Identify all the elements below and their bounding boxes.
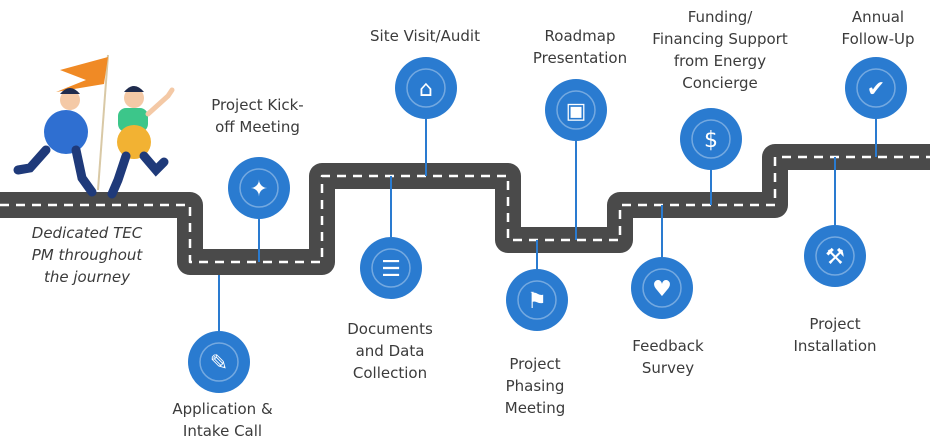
step-marker: ♥ (631, 205, 693, 319)
step-marker: ⚒ (804, 157, 866, 287)
runner2-head (124, 88, 144, 108)
step-label-site-visit: Site Visit/Audit (370, 27, 480, 45)
step-marker: $ (680, 108, 742, 205)
step-circle-ring (517, 280, 557, 320)
runner2-bag (117, 125, 151, 159)
runner1-leg-b (71, 145, 97, 197)
runner2-leg-b (139, 151, 169, 177)
step-marker: ✎ (188, 275, 250, 393)
step-circle-ring (642, 268, 682, 308)
runner1-body (44, 110, 88, 154)
building-search-icon: ⌂ (419, 77, 433, 102)
step-circle-ring (406, 68, 446, 108)
step-circle (545, 79, 607, 141)
step-circle (188, 331, 250, 393)
step-marker: ⌂ (395, 57, 457, 176)
step-label-roadmap: Roadmap Presentation (532, 27, 628, 67)
step-label-feedback: Feedback Survey (632, 337, 704, 377)
hand-coin-icon: $ (704, 128, 718, 153)
step-circle (228, 157, 290, 219)
step-markers: ✎ ✦ ☰ ⌂ ⚑ ▣ ♥ $ ⚒ ✔ (188, 57, 907, 393)
pm-note: Dedicated TEC PM throughout the journey (31, 224, 143, 286)
checklist-icon: ☰ (381, 257, 401, 282)
step-circle-ring (371, 248, 411, 288)
step-circle-ring (691, 119, 731, 159)
step-circle (631, 257, 693, 319)
step-circle-ring (556, 90, 596, 130)
application-form-icon: ✎ (210, 351, 228, 376)
runner1-hair (60, 88, 80, 94)
flag-pole (97, 54, 109, 191)
step-label-funding: Funding/ Financing Support from Energy C… (652, 8, 788, 92)
runners-illustration (13, 54, 175, 199)
step-circle-ring (856, 68, 896, 108)
step-marker: ⚑ (506, 240, 568, 331)
step-label-documents: Documents and Data Collection (347, 320, 433, 382)
runner2-arm (145, 87, 175, 117)
step-circle (360, 237, 422, 299)
step-label-installation: Project Installation (793, 315, 877, 355)
flag (56, 57, 108, 92)
step-circle-ring (815, 236, 855, 276)
road-dashes (0, 155, 930, 264)
step-marker: ✦ (228, 157, 290, 262)
calendar-check-icon: ✔ (867, 77, 885, 102)
step-marker: ▣ (545, 79, 607, 240)
step-circle (845, 57, 907, 119)
step-circle (804, 225, 866, 287)
step-circle (506, 269, 568, 331)
presentation-icon: ▣ (566, 99, 587, 124)
step-label-phasing: Project Phasing Meeting (504, 355, 566, 417)
road (0, 144, 930, 275)
runner2-hair (124, 86, 144, 92)
step-label-kickoff: Project Kick- off Meeting (211, 96, 304, 136)
step-marker: ☰ (360, 176, 422, 299)
phasing-flag-icon: ⚑ (527, 289, 547, 314)
step-circle (680, 108, 742, 170)
feedback-icon: ♥ (652, 277, 672, 302)
step-circle-ring (239, 168, 279, 208)
tools-icon: ⚒ (825, 245, 845, 270)
handshake-icon: ✦ (250, 177, 268, 202)
runner2-shirt (118, 108, 148, 132)
runner1-head (60, 90, 80, 110)
step-circle-ring (199, 342, 239, 382)
step-label-application: Application & Intake Call (172, 400, 273, 440)
runner2-leg-a (107, 151, 131, 199)
step-circle (395, 57, 457, 119)
step-label-annual: Annual Follow-Up (841, 8, 915, 48)
step-marker: ✔ (845, 57, 907, 157)
runner1-leg-a (13, 145, 51, 175)
